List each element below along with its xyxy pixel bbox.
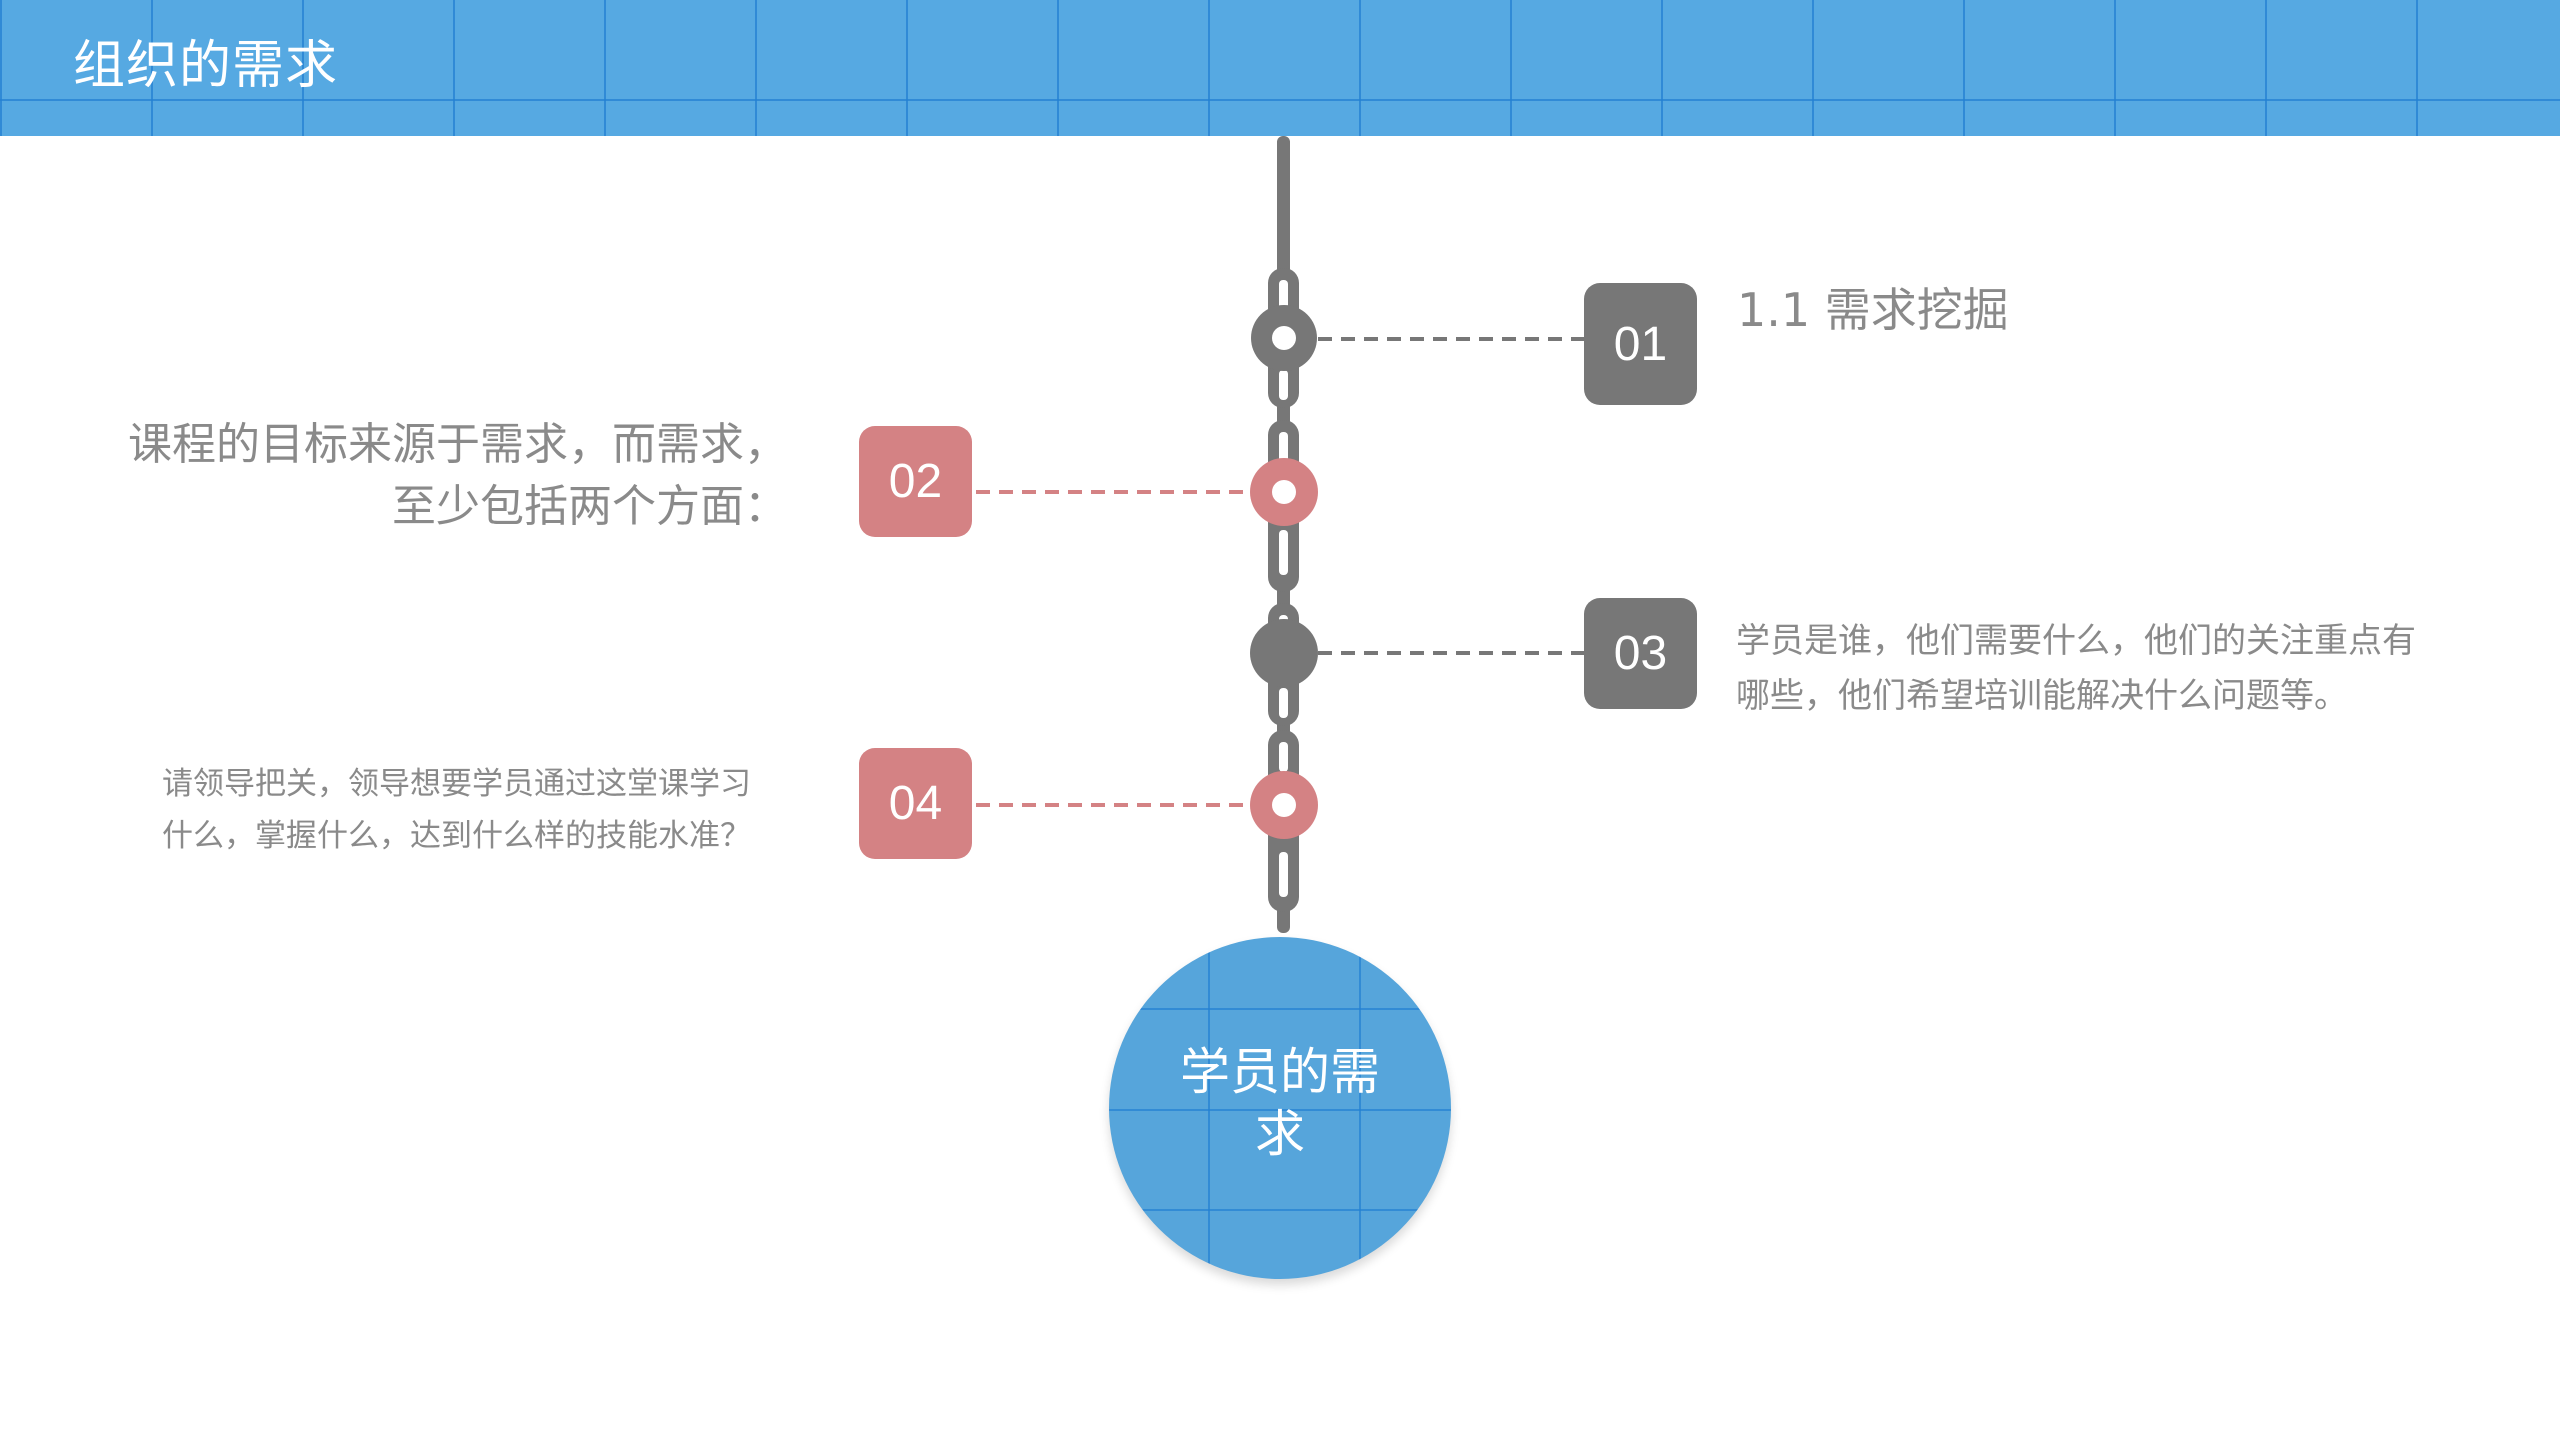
center-circle-label: 学员的需求: [1180, 1043, 1380, 1163]
header-bar: 组织的需求: [0, 0, 2560, 136]
ring-04-hole: [1272, 793, 1296, 817]
step-02-text: 课程的目标来源于需求，而需求， 至少包括两个方面：: [128, 414, 788, 538]
step-02-line-1: 课程的目标来源于需求，而需求，: [128, 419, 788, 470]
step-03-line-2: 哪些，他们希望培训能解决什么问题等。: [1736, 676, 2348, 716]
page-title: 组织的需求: [73, 36, 339, 96]
step-badge-02: 02: [859, 426, 972, 537]
step-01-heading: 1.1 需求挖掘: [1737, 283, 2009, 337]
ring-01-hole: [1272, 326, 1296, 350]
step-badge-03: 03: [1584, 598, 1697, 709]
ring-02-hole: [1272, 480, 1296, 504]
step-badge-01: 01: [1584, 283, 1697, 405]
ring-03: [1250, 619, 1318, 687]
step-04-line-2: 什么，掌握什么，达到什么样的技能水准？: [162, 818, 751, 854]
step-03-text: 学员是谁，他们需要什么，他们的关注重点有 哪些，他们希望培训能解决什么问题等。: [1736, 614, 2416, 724]
step-03-line-1: 学员是谁，他们需要什么，他们的关注重点有: [1736, 621, 2416, 661]
step-02-line-2: 至少包括两个方面：: [392, 481, 788, 532]
chain-link-slots: [1279, 280, 1288, 897]
step-04-text: 请领导把关，领导想要学员通过这堂课学习 什么，掌握什么，达到什么样的技能水准？: [162, 758, 751, 862]
step-04-line-1: 请领导把关，领导想要学员通过这堂课学习: [162, 766, 751, 802]
center-circle: 学员的需求: [1109, 937, 1451, 1279]
step-badge-04: 04: [859, 748, 972, 859]
